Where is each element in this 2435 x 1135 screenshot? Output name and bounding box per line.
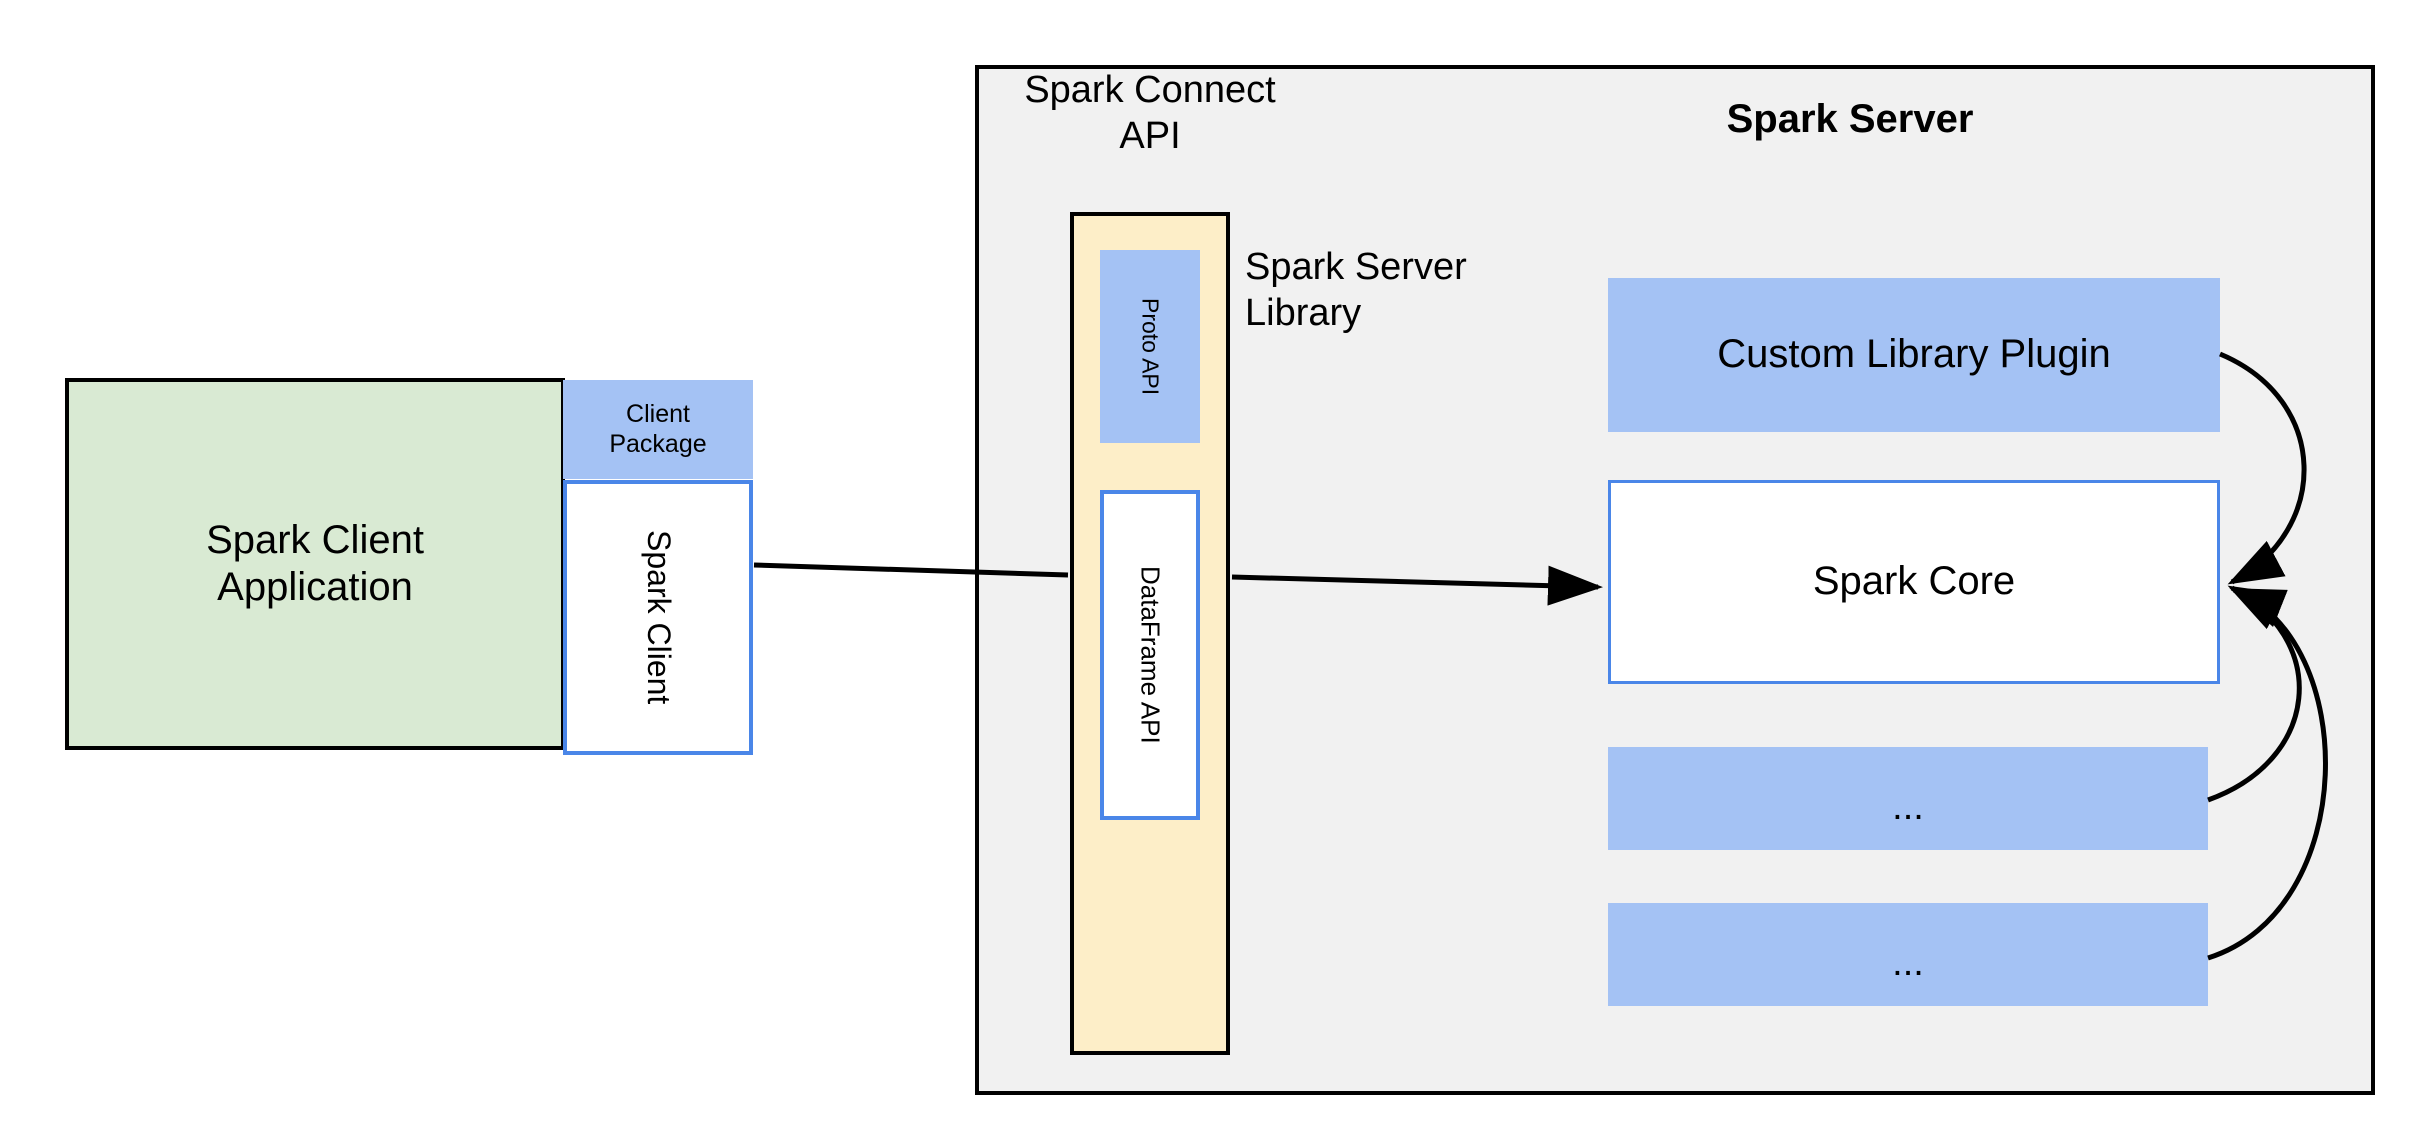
ellipsis-label-2: ... <box>1892 942 1924 985</box>
proto-api-box[interactable]: Proto API <box>1100 250 1200 443</box>
custom-library-plugin-label: Custom Library Plugin <box>1717 332 2111 377</box>
spark-core-label: Spark Core <box>1812 559 2016 604</box>
spark-client-application-label: Spark Client Application <box>206 517 424 609</box>
spark-client-label: Spark Client <box>640 530 677 705</box>
proto-api-label: Proto API <box>1137 297 1164 396</box>
spark-core-box[interactable]: Spark Core <box>1608 480 2220 684</box>
spark-client-box[interactable]: Spark Client <box>563 480 753 755</box>
dataframe-api-box[interactable]: DataFrame API <box>1100 490 1200 820</box>
spark-client-application-box[interactable]: Spark Client Application <box>65 378 565 750</box>
spark-server-library-label: Spark Server Library <box>1245 246 1467 334</box>
client-package-label: Client Package <box>609 400 707 458</box>
ellipsis-box-1[interactable]: ... <box>1608 747 2208 850</box>
ellipsis-box-2[interactable]: ... <box>1608 903 2208 1006</box>
dataframe-api-label: DataFrame API <box>1135 566 1166 744</box>
spark-server-title: Spark Server <box>1726 97 1974 141</box>
custom-library-plugin-box[interactable]: Custom Library Plugin <box>1608 278 2220 432</box>
client-package-box[interactable]: Client Package <box>563 380 753 479</box>
ellipsis-label-1: ... <box>1892 786 1924 829</box>
spark-connect-api-label: Spark Connect API <box>1024 69 1276 157</box>
